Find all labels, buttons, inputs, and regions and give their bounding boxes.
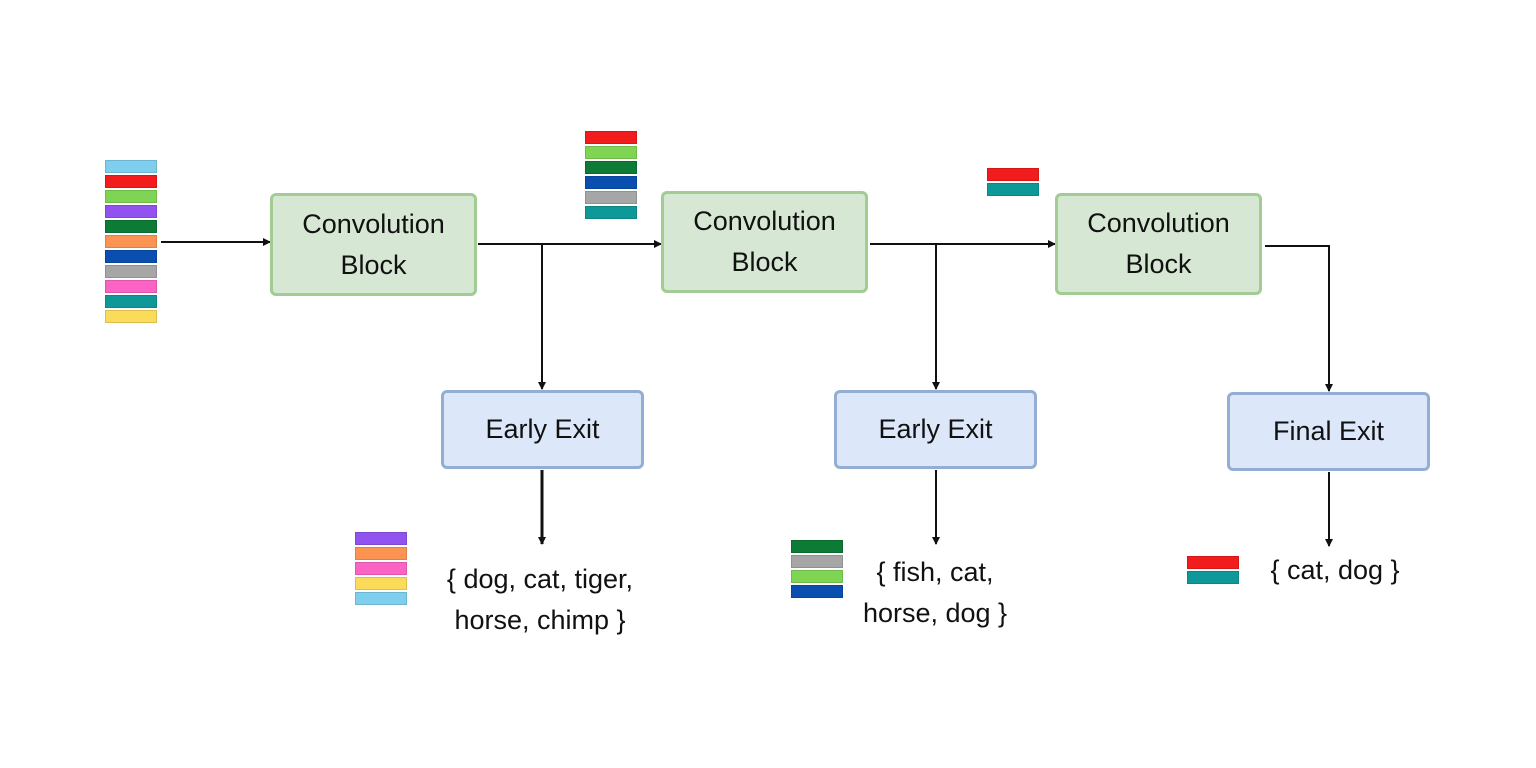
class-chip-lime: [585, 146, 637, 159]
early-exit-2-label: Early Exit: [878, 414, 993, 444]
class-chip-orange: [355, 547, 407, 560]
block-1-class-stack: [585, 131, 637, 221]
class-chip-red: [1187, 556, 1239, 569]
early-exit-2-output-line-1: { fish, cat,: [876, 557, 994, 587]
arrow-block-3-to-final-exit: [1265, 245, 1333, 392]
block-2-class-stack: [987, 168, 1039, 198]
class-chip-pink: [105, 280, 157, 293]
class-chip-purple: [355, 532, 407, 545]
early-exit-1-output-line-2: horse, chimp }: [454, 605, 626, 635]
class-chip-orange: [105, 235, 157, 248]
class-chip-lightblue: [355, 592, 407, 605]
exit-1-class-stack: [355, 532, 407, 607]
class-chip-gray: [105, 265, 157, 278]
class-chip-blue: [585, 176, 637, 189]
early-exit-1-output: { dog, cat, tiger, horse, chimp }: [420, 559, 660, 641]
class-chip-gray: [585, 191, 637, 204]
early-exit-2: Early Exit: [834, 390, 1037, 469]
class-chip-red: [987, 168, 1039, 181]
class-chip-lime: [791, 570, 843, 583]
final-exit-label: Final Exit: [1272, 416, 1385, 446]
class-chip-darkgreen: [585, 161, 637, 174]
class-chip-pink: [355, 562, 407, 575]
class-chip-yellow: [355, 577, 407, 590]
class-chip-teal: [1187, 571, 1239, 584]
early-exit-2-output: { fish, cat, horse, dog }: [840, 552, 1030, 634]
class-chip-darkgreen: [105, 220, 157, 233]
class-chip-teal: [105, 295, 157, 308]
early-exit-1: Early Exit: [441, 390, 644, 469]
class-chip-lime: [105, 190, 157, 203]
convolution-block-2-line-2: Block: [731, 247, 798, 277]
early-exit-2-output-line-2: horse, dog }: [862, 598, 1008, 628]
class-chip-teal: [585, 206, 637, 219]
convolution-block-1-line-1: Convolution: [302, 208, 445, 239]
exit-2-class-stack: [791, 540, 843, 600]
convolution-block-1-line-2: Block: [340, 249, 407, 280]
class-chip-lightblue: [105, 160, 157, 173]
final-exit: Final Exit: [1227, 392, 1430, 471]
early-exit-1-output-line-1: { dog, cat, tiger,: [446, 564, 634, 594]
class-chip-gray: [791, 555, 843, 568]
early-exit-1-label: Early Exit: [485, 414, 600, 444]
class-chip-darkgreen: [791, 540, 843, 553]
final-class-stack: [1187, 556, 1239, 586]
class-chip-purple: [105, 205, 157, 218]
class-chip-blue: [791, 585, 843, 598]
convolution-block-3-line-2: Block: [1125, 249, 1192, 279]
convolution-block-2-line-1: Convolution: [693, 206, 836, 236]
final-exit-output: { cat, dog }: [1255, 550, 1415, 591]
final-exit-output-line-1: { cat, dog }: [1270, 555, 1400, 585]
class-chip-blue: [105, 250, 157, 263]
class-chip-red: [105, 175, 157, 188]
convolution-block-3-line-1: Convolution: [1087, 208, 1230, 238]
input-class-stack: [105, 160, 157, 325]
class-chip-teal: [987, 183, 1039, 196]
class-chip-yellow: [105, 310, 157, 323]
class-chip-red: [585, 131, 637, 144]
